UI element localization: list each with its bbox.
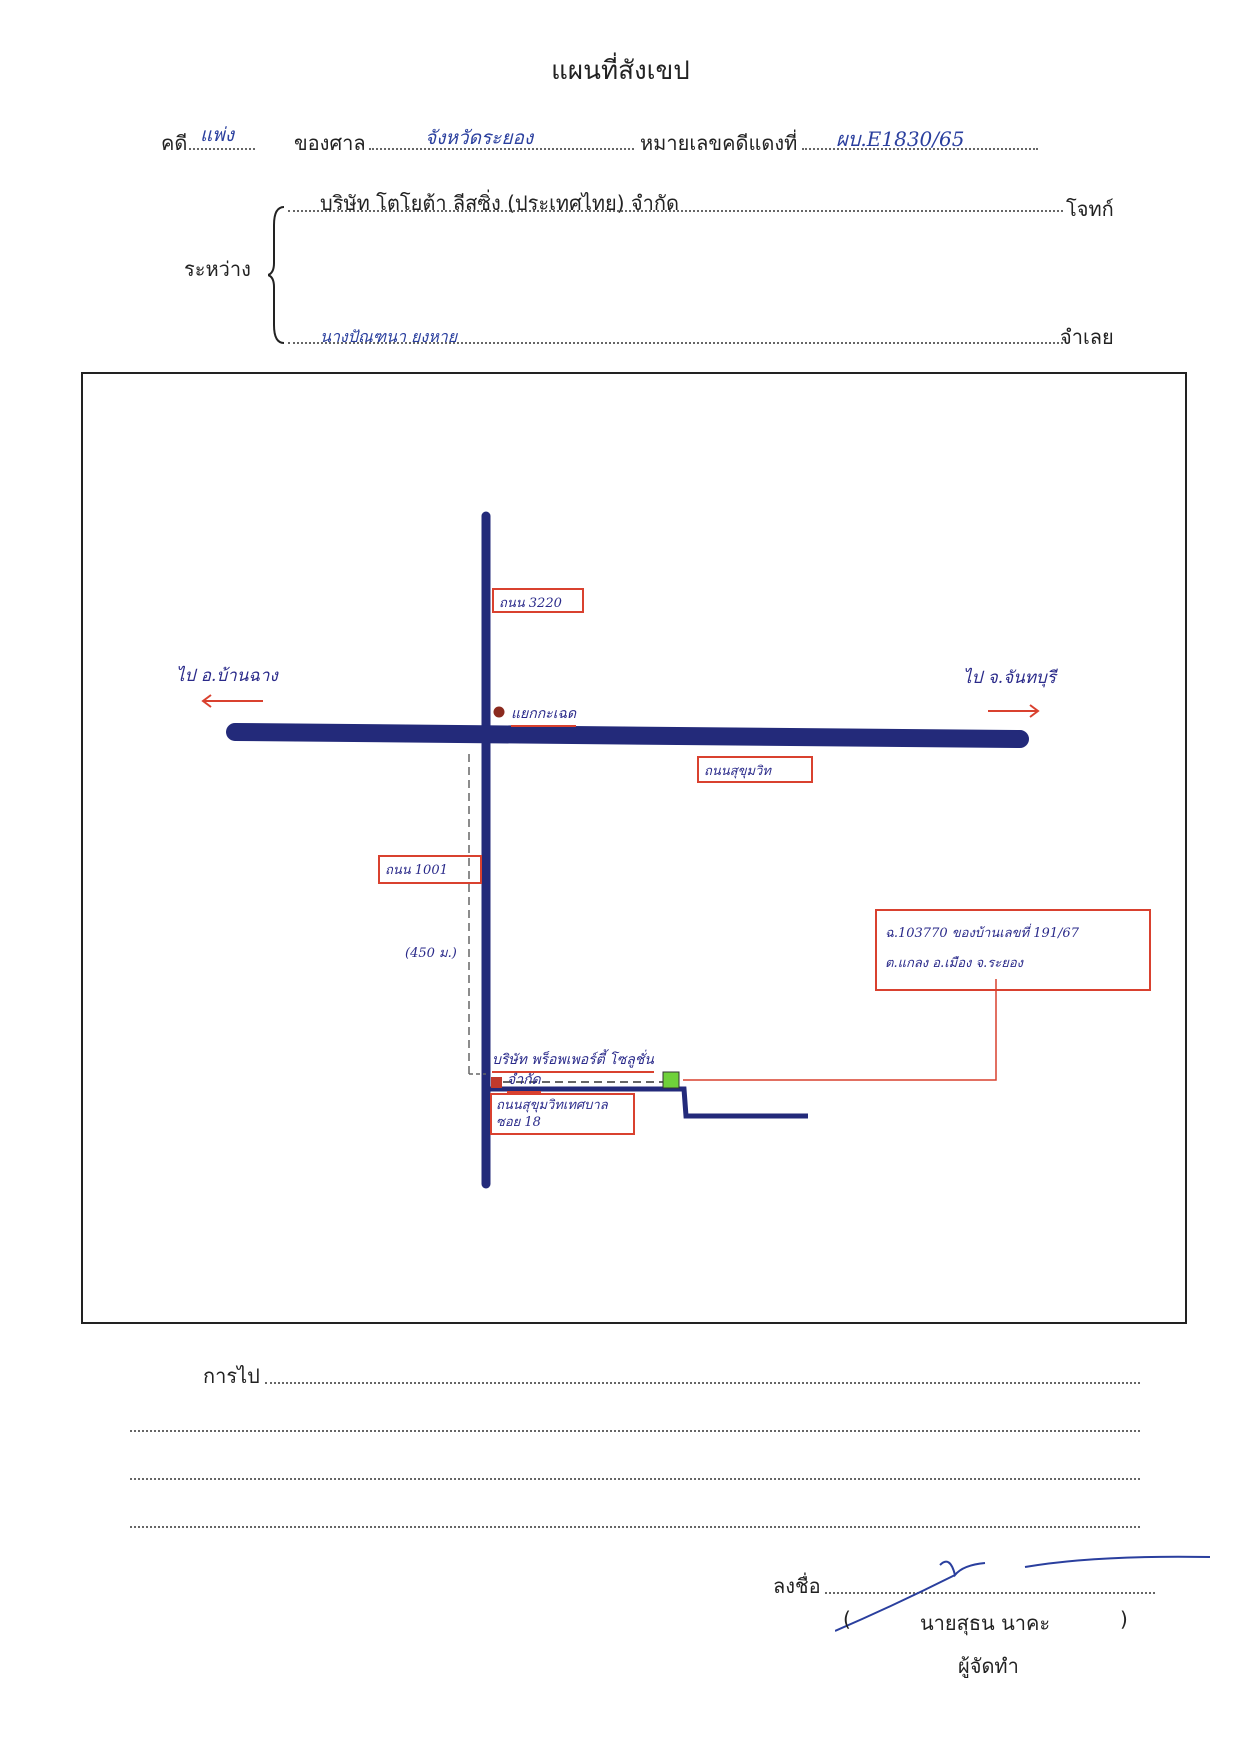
page-title: แผนที่สังเขป bbox=[551, 56, 690, 86]
court-dotline bbox=[369, 148, 634, 150]
red-case-label: หมายเลขคดีแดงที่ bbox=[640, 131, 798, 155]
case-type-value: แพ่ง bbox=[200, 124, 235, 146]
arrow-right-head bbox=[1029, 704, 1040, 718]
road-1001-box: ถนน 1001 bbox=[378, 855, 482, 884]
callout-line bbox=[683, 979, 997, 1081]
signer-close-paren: ) bbox=[1120, 1607, 1128, 1631]
case-label: คดี bbox=[161, 131, 188, 155]
map-drawing bbox=[201, 511, 1040, 1189]
deed-box: ฉ.103770 ของบ้านเลขที่ 191/67 ต.แกลง อ.เ… bbox=[875, 909, 1151, 991]
court-name-value: จังหวัดระยอง bbox=[425, 127, 534, 149]
signature-drawing bbox=[835, 1555, 1211, 1632]
company-line-1: บริษัท พร็อพเพอร์ตี้ โซลูชั่น bbox=[492, 1049, 654, 1073]
to-chanthaburi-label: ไป จ.จันทบุรี bbox=[963, 668, 1056, 688]
soi-line-2: ซอย 18 bbox=[496, 1115, 541, 1130]
deed-line-2: ต.แกลง อ.เมือง จ.ระยอง bbox=[885, 956, 1023, 971]
defendant-role: จำเลย bbox=[1060, 325, 1114, 349]
arrow-left-head bbox=[201, 694, 212, 708]
defendant-name: นางปัณฑนา ยงหาย bbox=[320, 327, 458, 346]
court-label: ของศาล bbox=[294, 131, 366, 155]
map-frame: ถนน 3220 ไป อ.บ้านฉาง ไป จ.จันทบุรี แยกก… bbox=[81, 372, 1187, 1324]
red-case-dotline bbox=[802, 148, 1038, 150]
sukhumvit-box: ถนนสุขุมวิท bbox=[697, 756, 813, 783]
red-case-number-value: ผบ.E1830/65 bbox=[836, 127, 965, 151]
soi-line-1: ถนนสุขุมวิทเทศบาล bbox=[496, 1098, 608, 1113]
intersection-marker bbox=[493, 706, 505, 718]
defendant-dotline bbox=[288, 342, 1063, 344]
plot-marker bbox=[491, 1077, 502, 1088]
case-type-dotline bbox=[189, 148, 255, 150]
to-bangchang-label: ไป อ.บ้านฉาง bbox=[176, 666, 278, 686]
deed-line-1: ฉ.103770 ของบ้านเลขที่ 191/67 bbox=[885, 926, 1079, 941]
directions-label: การไป bbox=[203, 1364, 260, 1388]
plaintiff-dotline bbox=[288, 210, 1063, 212]
distance-label: (450 ม.) bbox=[405, 946, 457, 961]
company-line-2: จำกัด bbox=[507, 1069, 541, 1093]
sign-dotline bbox=[825, 1592, 1155, 1594]
directions-line-3 bbox=[130, 1478, 1140, 1480]
soi-box: ถนนสุขุมวิทเทศบาล ซอย 18 bbox=[490, 1093, 635, 1135]
plaintiff-name: บริษัท โตโยต้า ลีสซิ่ง (ประเทศไทย) จำกัด bbox=[320, 191, 679, 215]
intersection-label: แยกกะเฉด bbox=[511, 703, 577, 727]
directions-line-1 bbox=[265, 1382, 1140, 1384]
sukhumvit-label: ถนนสุขุมวิท bbox=[704, 764, 771, 779]
directions-line-2 bbox=[130, 1430, 1140, 1432]
road-soi-line bbox=[486, 1086, 808, 1119]
road-sukhumvit-line bbox=[226, 723, 1029, 748]
house-marker bbox=[662, 1071, 680, 1089]
between-label: ระหว่าง bbox=[184, 257, 251, 281]
signer-name: นายสุธน นาคะ bbox=[920, 1611, 1051, 1635]
directions-line-4 bbox=[130, 1526, 1140, 1528]
plaintiff-role: โจทก์ bbox=[1066, 197, 1114, 221]
road-3220-label: ถนน 3220 bbox=[499, 596, 562, 611]
signer-open-paren: ( bbox=[843, 1607, 851, 1631]
between-brace bbox=[268, 206, 285, 344]
road-3220-box: ถนน 3220 bbox=[492, 588, 584, 613]
signer-role: ผู้จัดทำ bbox=[958, 1654, 1019, 1678]
sign-label: ลงชื่อ bbox=[773, 1574, 821, 1598]
road-1001-label: ถนน 1001 bbox=[385, 863, 448, 878]
